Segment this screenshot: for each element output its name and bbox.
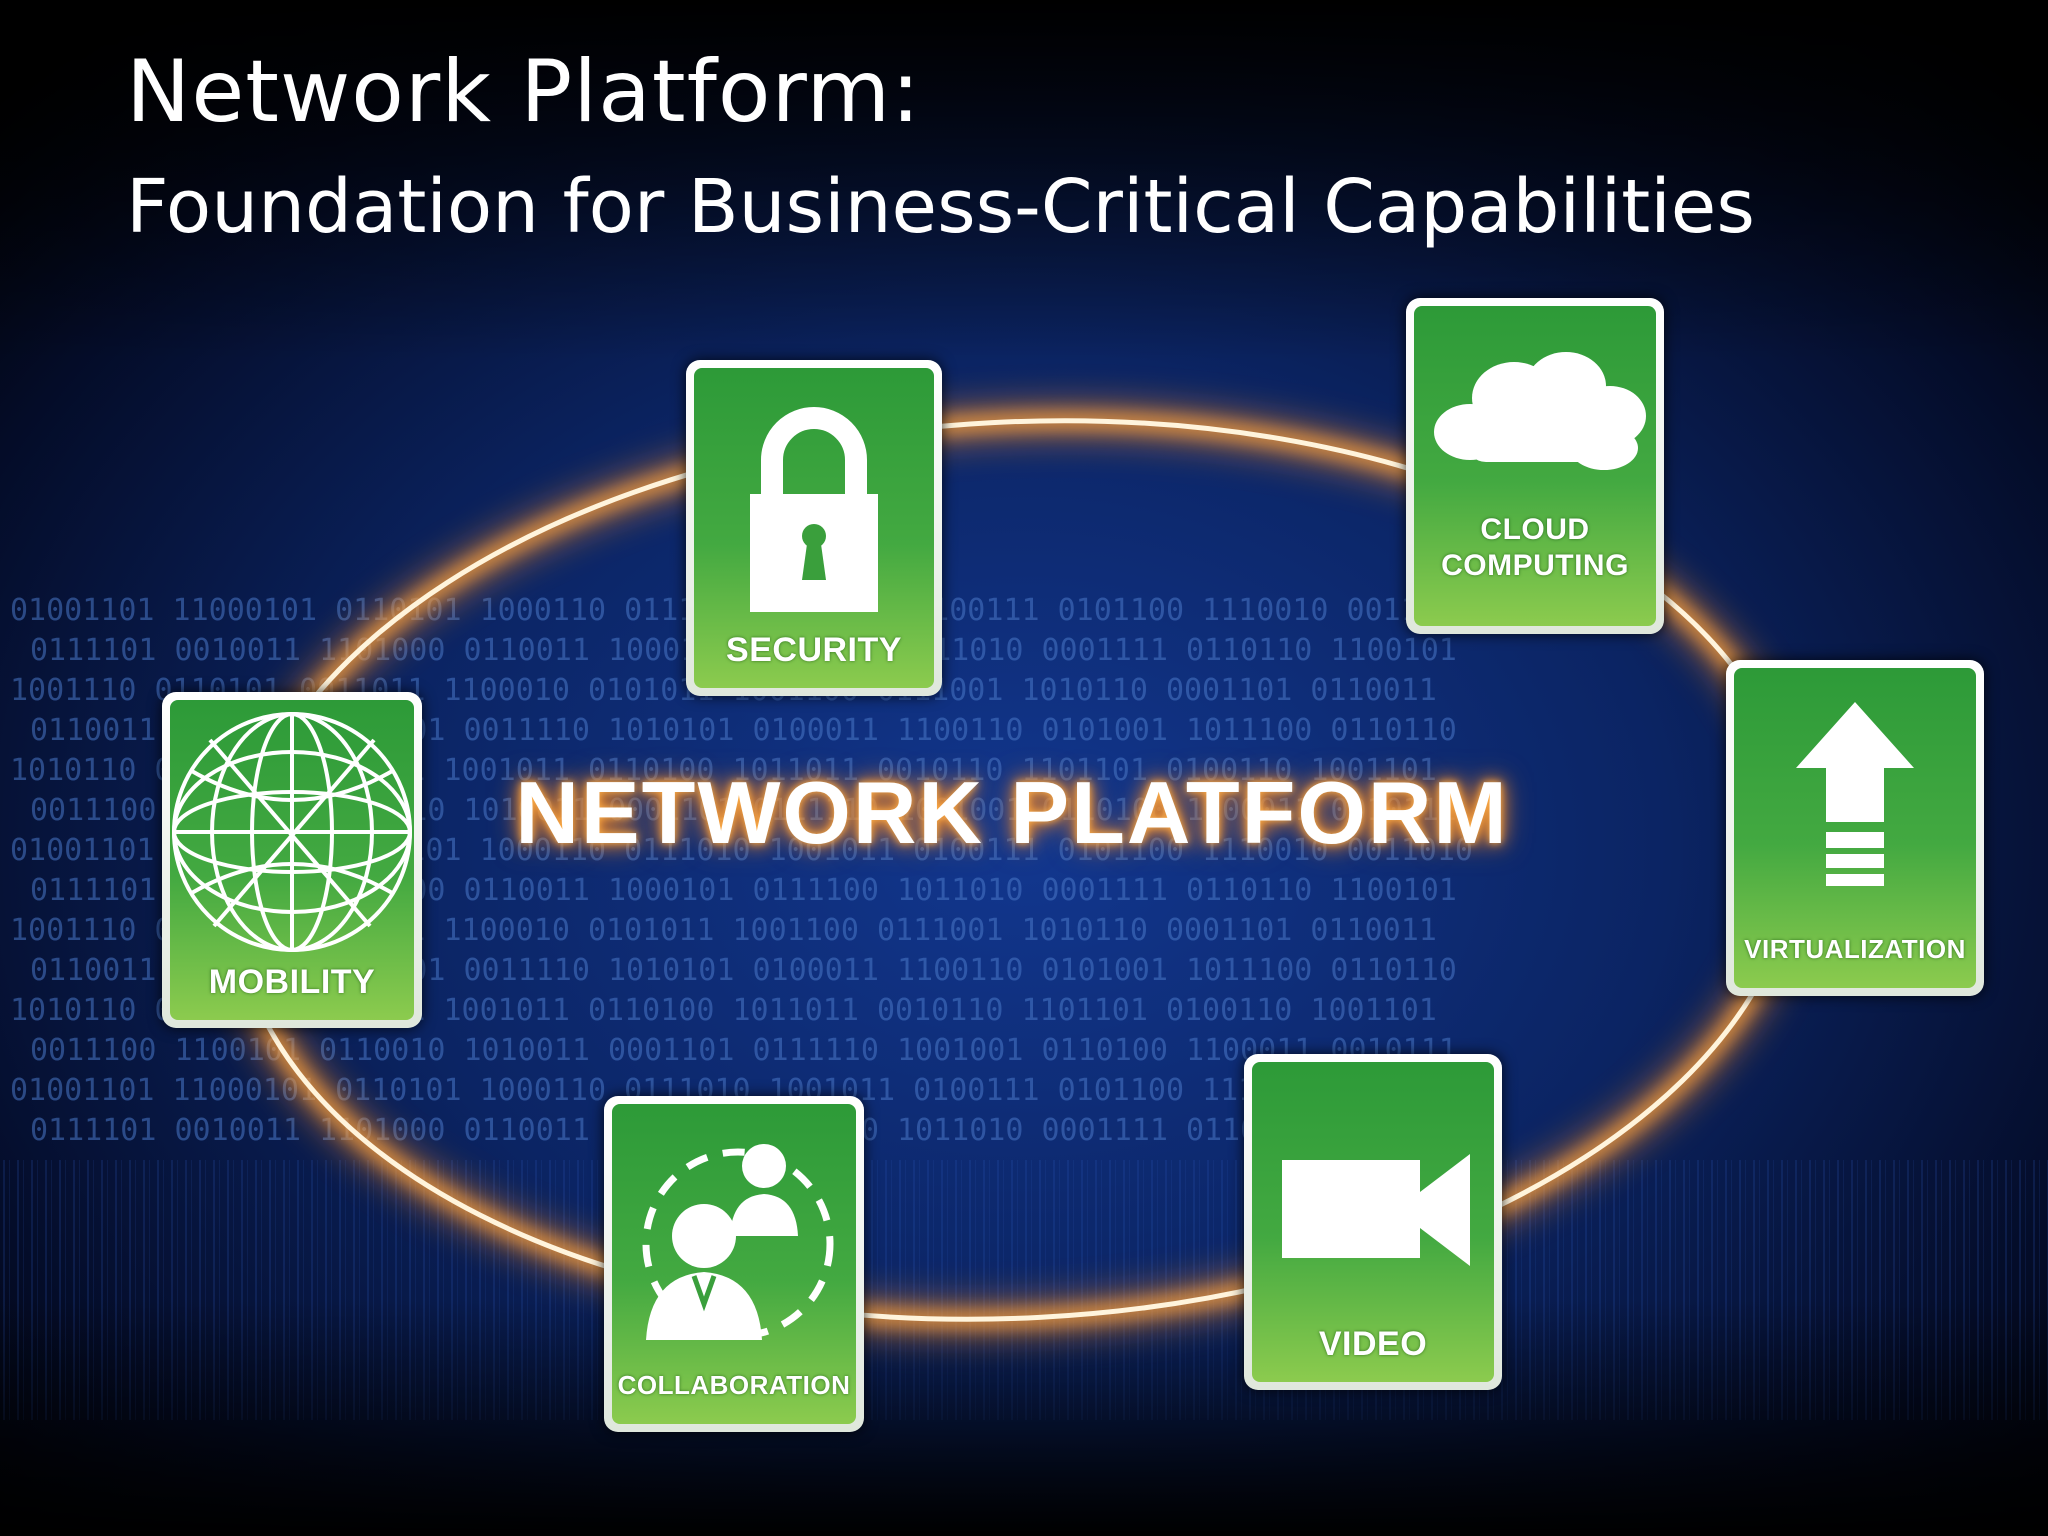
padlock-icon — [750, 407, 878, 612]
up-arrow-icon — [1796, 702, 1914, 886]
network-platform-text: NETWORK PLATFORM — [515, 763, 1509, 862]
security-label: SECURITY — [726, 631, 902, 669]
globe-icon — [172, 712, 412, 952]
slide-subtitle: Foundation for Business-Critical Capabil… — [126, 164, 1755, 250]
video-camera-icon — [1282, 1154, 1470, 1266]
mobility-card: MOBILITY — [162, 692, 422, 1028]
collaboration-card: COLLABORATION — [604, 1096, 864, 1432]
security-card: SECURITY — [686, 360, 942, 696]
binary-row: 0011100 1100101 0110010 1010011 0001101 … — [30, 1033, 1457, 1068]
virtualization-label: VIRTUALIZATION — [1744, 934, 1966, 964]
people-icon — [642, 1144, 834, 1340]
network-platform-label: NETWORK PLATFORM — [0, 762, 2048, 864]
video-card: VIDEO — [1244, 1054, 1502, 1390]
mobility-label: MOBILITY — [208, 963, 376, 1001]
video-label: VIDEO — [1318, 1325, 1428, 1363]
cloud-computing-card: CLOUD COMPUTING — [1406, 298, 1664, 634]
slide-title: Network Platform: — [126, 42, 922, 142]
collaboration-label: COLLABORATION — [617, 1370, 851, 1400]
cloud-label-line2: COMPUTING — [1441, 549, 1629, 582]
cloud-computing-label: CLOUD COMPUTING — [1414, 512, 1656, 584]
cloud-label-line1: CLOUD — [1480, 513, 1590, 546]
cloud-icon — [1434, 352, 1646, 470]
virtualization-card: VIRTUALIZATION — [1726, 660, 1984, 996]
title-block: Network Platform: Foundation for Busines… — [126, 36, 1755, 262]
